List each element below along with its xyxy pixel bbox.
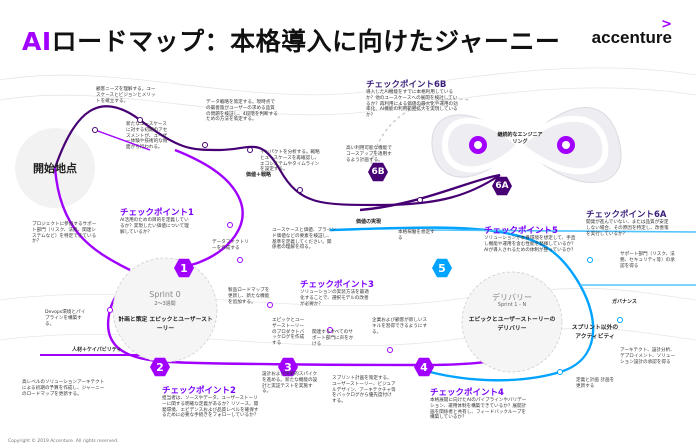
checkpoint-1-title: チェックポイント1: [120, 208, 194, 218]
value-realization-label: 価値の実現: [356, 219, 382, 225]
checkpoint-2-badge[interactable]: 2: [150, 357, 170, 377]
checkpoint-4-desc: 本格展開に向けたAIのパイプラインやバリデーション、運用体制を構築できているか？…: [430, 398, 527, 421]
accenture-mark-icon: >: [661, 17, 672, 32]
note-6: データファクトリーを作成する: [212, 240, 249, 251]
checkpoint-1-badge[interactable]: 1: [174, 258, 194, 278]
note-1: 顧客ニーズを理解する。ユースケースとビジョンとメリットを確立する。: [96, 87, 156, 104]
note-12: 企業および顧客が新しいスキルを習得できるようにする。: [372, 318, 428, 335]
note-17: 本格稼働を想定する: [398, 230, 435, 241]
checkpoint-3-title: チェックポイント3: [300, 280, 374, 290]
gear-icon-left: [469, 136, 487, 154]
title-rest: ロードマップ：本格導入に向けたジャーニー: [51, 27, 561, 56]
sprint0-title: Sprint 0: [149, 290, 181, 299]
sprint0-circle: [112, 257, 218, 363]
checkpoint-3-badge[interactable]: 3: [278, 357, 298, 377]
note-21: 高レベルのソリューションアーキテクトによる初期の予算を作成し、ジャーニーのロード…: [22, 380, 105, 397]
note-8: Devops環境とパイプラインを構築する。: [45, 310, 86, 327]
gear-icon-right: [557, 136, 575, 154]
accenture-logo: accenture: [591, 28, 672, 47]
page-title: AIロードマップ：本格導入に向けたジャーニー: [22, 22, 560, 58]
note-4: インパクトを分析する。戦略とユースケースを再確認し、エコシステムやタイムラインを…: [260, 150, 320, 173]
checkpoint-2-title: チェックポイント2: [162, 386, 236, 396]
road-blue: [329, 226, 595, 382]
delivery-title: デリバリー: [492, 293, 532, 302]
checkpoint-6b-title: チェックポイント6B: [366, 80, 447, 90]
checkpoint-4-badge[interactable]: 4: [414, 357, 434, 377]
note-20: 定義と計画 計画を更新する: [576, 378, 615, 389]
continuous-engineering-label: 継続的なエンジニアリング: [497, 132, 543, 145]
checkpoint-5-badge[interactable]: 5: [432, 258, 452, 278]
checkpoint-5-desc: ソリューションが本番環境を想定して、手直し機能や運用を含む性能を発揮しているか？…: [484, 236, 576, 253]
note-3: データ戦略を策定する。現時点での最善策がユーザーの求める品質の問題を検証し、4段…: [206, 100, 278, 123]
note-5: ユースケースと価値、ブラインド価値などの要素を検証し、基準を定義してください。関…: [272, 228, 336, 251]
checkpoint-5-title: チェックポイント5: [484, 226, 558, 236]
delivery-circle: [461, 271, 563, 373]
checkpoint-4-title: チェックポイント4: [430, 388, 504, 398]
note-19: アーキテクト、設計分析、デプロイメント、ソリューション設計の承認を得る: [620, 348, 676, 365]
note-2: 新たなユースケースに対する初期のアセスメントが、ユーザー体験や技術的な側面から行…: [126, 122, 168, 151]
sprint0-task: 計画と策定 エピックとユーザーストーリー: [118, 317, 213, 332]
talent-capability-label: 人材＋ケイパビリティ: [72, 347, 122, 353]
title-ai: AI: [22, 27, 52, 56]
checkpoint-3-desc: ソリューションの実装方法を最適化することで、選択モデルの改善が必要か？: [300, 290, 369, 307]
checkpoint-6a-badge[interactable]: 6A: [492, 176, 512, 196]
note-10: エピックとユーザーストーリーのプロダクトバックログを作成する: [272, 318, 305, 347]
note-14: スプリント計画を策定する。ユーザーストーリー、ビジュアルデザイン、アーキテクチャ…: [332, 376, 396, 405]
start-label: 開始地点: [33, 162, 77, 175]
sprint-activity-label: スプリント以外のアクティビティ: [571, 325, 619, 340]
checkpoint-1-desc: AI活用のための目的を定義しているか？実現したい価値について理解しているか？: [120, 218, 189, 235]
checkpoint-6a-title: チェックポイント6A: [586, 210, 667, 220]
note-13: 設計および技術的スパイクを進める。新たな機能の設計と実証テストを実施する。: [262, 372, 318, 395]
note-11: 関連するすべてのサポート部門に声をかける: [312, 330, 354, 347]
checkpoint-6b-badge[interactable]: 6B: [368, 162, 388, 182]
sprint0-weeks: 2〜3週間: [154, 301, 176, 307]
checkpoint-6a-desc: 開発が進んでいない、または品質が安定しない場合、その原因を特定し、改善策を実行し…: [586, 220, 669, 237]
copyright: Copyright © 2019 Accenture. All rights r…: [8, 439, 119, 444]
note-7: プロジェクトに参加するサポート部門（リスク、法務、関連システムなど）を特定できて…: [32, 222, 97, 245]
delivery-task: エピックとユーザーストーリーのデリバリー: [468, 317, 556, 332]
note-15: 高い利用可能な機能でコースアップを適用するよう計画する。: [346, 146, 392, 163]
checkpoint-2-desc: 担当者は、ソースやデータ、ユーザーストーリーに関する明確な定義があるか？リソース…: [162, 396, 259, 419]
delivery-sprint: Sprint 1 - N: [497, 302, 527, 308]
checkpoint-6b-desc: 導入したAI機能をすでに本格利用しているか？他のユースケースへの展開を検討してい…: [366, 90, 458, 119]
value-strategy-label: 価値＋戦略: [246, 172, 272, 178]
governance-label: ガバナンス: [612, 299, 637, 305]
note-9: 製品ロードマップを更新し、新たな機能を追加する。: [228, 288, 270, 305]
note-18: サポート部門（リスク、法務、セキュリティ等）の承認を得る: [620, 252, 675, 269]
road-top: [53, 105, 501, 207]
